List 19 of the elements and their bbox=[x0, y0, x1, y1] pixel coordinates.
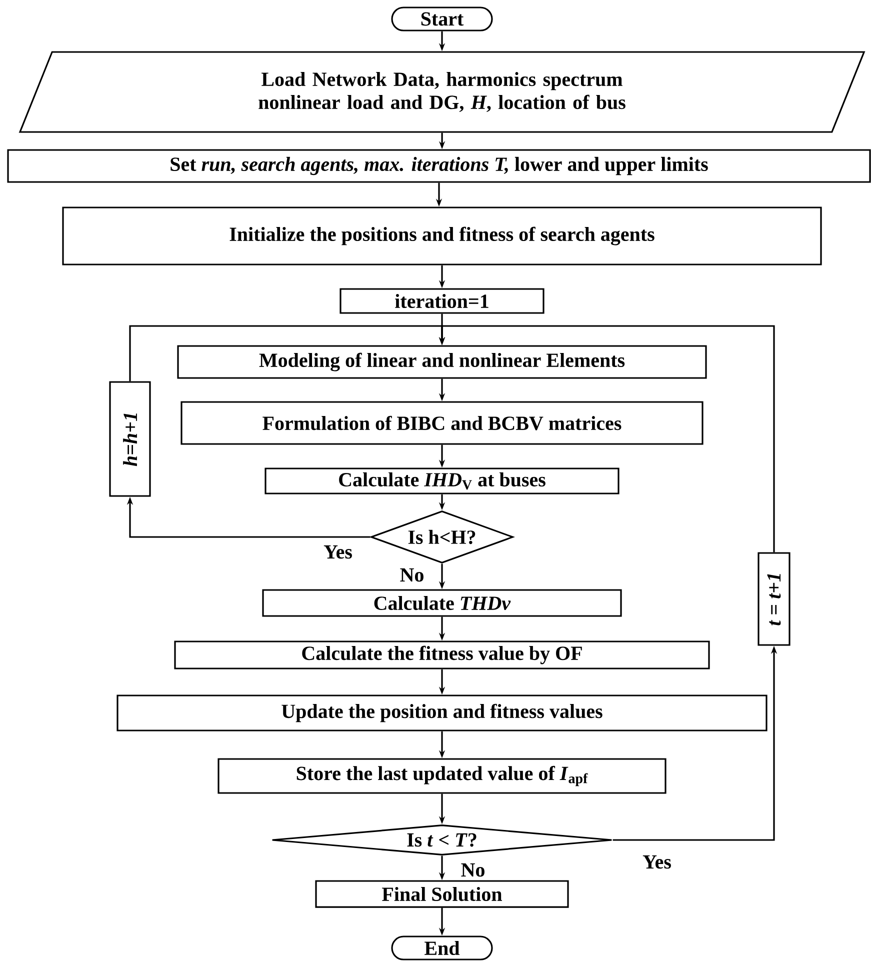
process-box: iteration=1 bbox=[340, 288, 544, 314]
process-box: Initialize the positions and fitness of search agents bbox=[62, 206, 822, 266]
start-terminal: Start bbox=[391, 6, 493, 32]
process-box: Formulation of BIBC and BCBV matrices bbox=[180, 401, 704, 445]
process-box: Calculate IHD$_{V}$ at buses bbox=[264, 468, 620, 494]
process-box: Set run, search agents, max. iterations T, lower and upper limits bbox=[7, 149, 871, 183]
process-box: Calculate THDv bbox=[262, 589, 622, 617]
process-box: h=h+1 bbox=[109, 381, 151, 497]
edge-label: Yes bbox=[322, 544, 354, 560]
end-terminal: End bbox=[391, 936, 493, 960]
edge-label: No bbox=[398, 567, 426, 583]
process-box: Calculate the fitness value by OF bbox=[174, 640, 710, 670]
process-box: Update the position and fitness values bbox=[116, 694, 768, 732]
process-box: Final Solution bbox=[315, 880, 569, 908]
edge-label: Yes bbox=[642, 854, 672, 870]
process-box: t = t+1 bbox=[758, 552, 790, 646]
edge-label: No bbox=[460, 862, 486, 878]
process-box: Modeling of linear and nonlinear Elements bbox=[177, 345, 707, 379]
process-box: Store the last updated value of I$_{apf}$ bbox=[218, 758, 666, 794]
